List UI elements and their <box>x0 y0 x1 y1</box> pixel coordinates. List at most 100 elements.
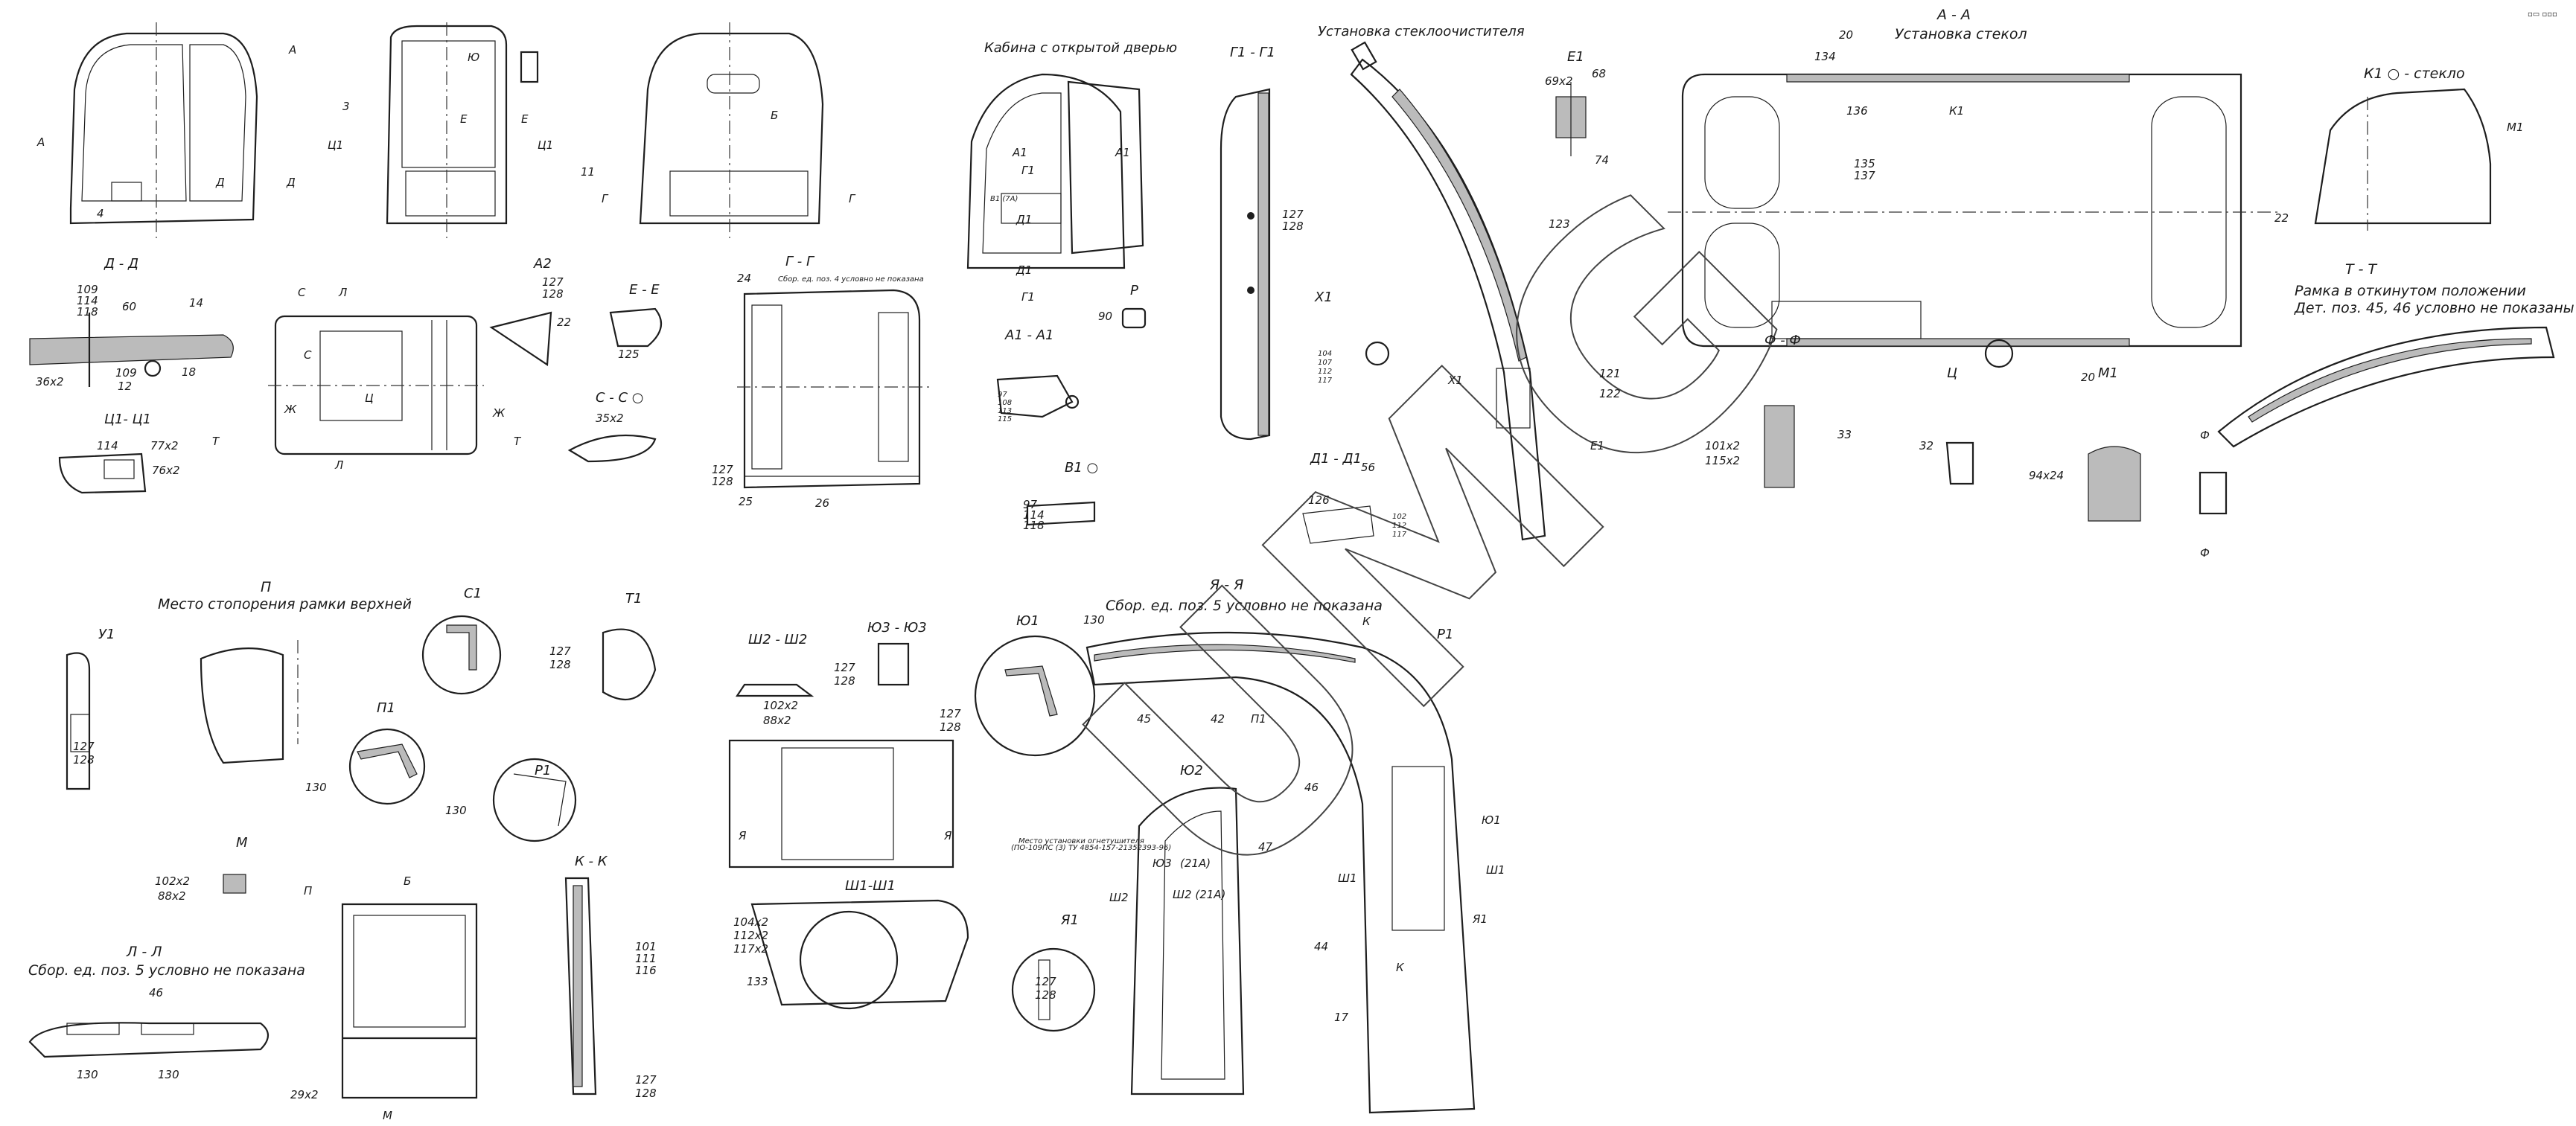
callout: Б <box>404 874 411 888</box>
callout: 112x2 <box>733 929 768 942</box>
section-a1-a1 <box>996 374 1080 418</box>
callout: 127 <box>1035 975 1056 988</box>
callout: 127 <box>549 644 571 658</box>
title-ts: Ц <box>1947 365 1957 381</box>
title-k1-glass: К1 ○ - стекло <box>2364 65 2465 82</box>
callout: 29x2 <box>290 1088 319 1101</box>
callout: 122 <box>1599 387 1621 400</box>
callout: (21А) <box>1180 857 1211 870</box>
callout: 24 <box>737 272 751 285</box>
door-view-b <box>341 903 478 1099</box>
section-mark: Т <box>212 435 220 448</box>
callout: 136 <box>1846 104 1868 118</box>
callout: 101 <box>635 940 657 953</box>
title-yu1: Ю1 <box>1016 613 1039 629</box>
cab-top-view <box>268 315 484 455</box>
title-x1: Х1 <box>1314 290 1333 305</box>
callout: 45 <box>1137 712 1151 726</box>
callout: 116 <box>635 964 657 977</box>
section-mark: Г1 <box>1021 290 1035 304</box>
detail-ya1 <box>1011 947 1096 1032</box>
cab-open-door-view <box>966 73 1144 269</box>
section-markers: А А Д Д Ц1 Ц1 Ю Е Е Б Г Г С Л С Л Ж Ж Т … <box>36 43 2210 628</box>
callout: 121 <box>1599 367 1621 380</box>
callout: 88x2 <box>763 714 791 727</box>
callout: 130 <box>158 1068 179 1081</box>
section-g-g <box>737 289 931 489</box>
title-g-g: Г - Г <box>785 254 815 269</box>
callout: Ш2 <box>1109 891 1129 904</box>
callout: 130 <box>1083 613 1105 627</box>
callout: 76x2 <box>152 464 180 477</box>
callout: 117x2 <box>733 942 768 956</box>
detail-upper-frame-lock <box>200 640 299 764</box>
title-d-d: Д - Д <box>103 256 138 272</box>
cab-rear-view <box>639 22 824 238</box>
callout: 102x2 <box>155 874 190 888</box>
section-mark: Т <box>514 435 522 448</box>
callout: Ш1 <box>1338 871 1357 885</box>
section-sh2-sh2 <box>735 683 814 697</box>
title-sh1-sh1: Ш1-Ш1 <box>845 878 896 894</box>
callout: 112 <box>1318 368 1332 376</box>
callout: М1 <box>2507 121 2524 134</box>
section-mark: С <box>298 286 306 299</box>
title-v1: В1 ○ <box>1065 460 1098 476</box>
detail-m <box>223 874 246 894</box>
title-pi: П <box>261 579 271 595</box>
title-r1b: Р1 <box>1437 627 1453 642</box>
callout: 56 <box>1361 461 1375 474</box>
title-a1-a1: А1 - А1 <box>1004 327 1053 343</box>
detail-yu1 <box>974 635 1096 757</box>
callout: 14 <box>189 296 203 310</box>
title-t-t: Т - Т <box>2345 261 2378 278</box>
title-yu3-yu3: Ю3 - Ю3 <box>867 620 927 636</box>
callout: 69x2 <box>1545 74 1573 88</box>
callout: 46 <box>149 986 163 999</box>
cab-side-view <box>386 22 539 238</box>
title-cab-open-door: Кабина с открытой дверью <box>984 40 1177 56</box>
callout: 107 <box>1318 359 1333 367</box>
callout: 137 <box>1854 169 1875 182</box>
section-mark: В1 (7А) <box>990 195 1018 203</box>
section-sh1-sh1 <box>750 899 969 1010</box>
callout: 90 <box>1098 310 1112 323</box>
section-mark: Ж <box>492 406 506 420</box>
callout: 128 <box>712 475 733 488</box>
section-mark: Г <box>602 192 609 205</box>
detail-r1 <box>492 758 577 842</box>
corner-mark: ▫︎▭ ▫︎▫︎▫︎ <box>2528 10 2557 19</box>
section-mark: А <box>288 43 296 57</box>
callout: 77x2 <box>150 439 179 452</box>
callout: Ю1 <box>1482 813 1501 827</box>
section-mark: Г <box>849 192 856 205</box>
watermark: UMG <box>1019 121 1858 959</box>
callout: 47 <box>1258 840 1273 854</box>
title-t1: Т1 <box>625 591 642 607</box>
title-m1: М1 <box>2098 365 2118 381</box>
note-extinguisher-place: Место установки огнетушителя <box>1018 837 1144 845</box>
section-mark: Д <box>286 176 296 189</box>
title-u1: У1 <box>98 627 115 642</box>
callout: 128 <box>542 287 564 301</box>
section-mark: А1 <box>1012 146 1027 159</box>
callout: Я <box>738 829 747 842</box>
title-f-f: Ф - Ф <box>1764 333 1801 348</box>
callout: 118 <box>1023 519 1045 532</box>
callout: 97 <box>998 391 1007 399</box>
detail-t1 <box>602 628 657 701</box>
note-pos5: Сбор. ед. поз. 5 условно не показана <box>1106 598 1383 614</box>
section-mark: Д1 <box>1016 213 1032 226</box>
section-ya-ya <box>1085 631 1476 1114</box>
title-k-k: К - К <box>575 854 608 869</box>
callout: 108 <box>998 399 1012 407</box>
detail-u1 <box>66 652 91 790</box>
title-a-a: А - А <box>1936 7 1971 23</box>
callout: 128 <box>1035 988 1056 1002</box>
callout: 127 <box>542 275 564 289</box>
section-mark: Ж <box>284 403 297 416</box>
section-mark: Ф <box>2200 546 2210 560</box>
detail-v1 <box>1026 501 1096 526</box>
callout: 125 <box>618 348 640 361</box>
title-a2: А2 <box>533 256 552 272</box>
